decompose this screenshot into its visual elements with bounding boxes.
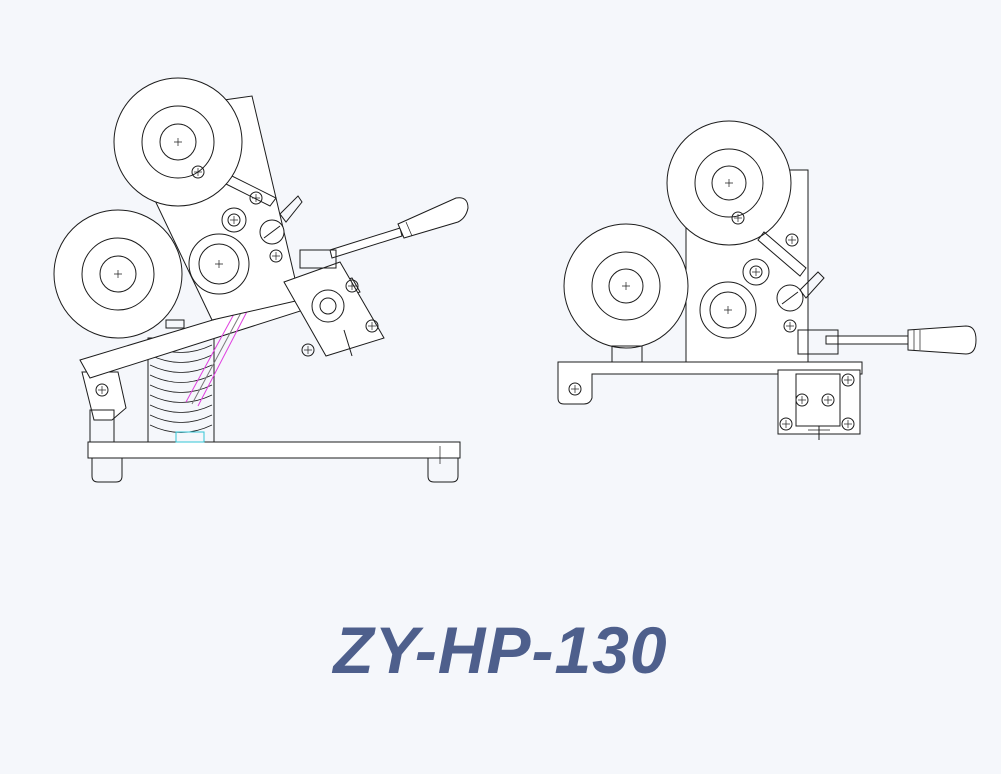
reel-upper bbox=[666, 120, 792, 246]
side-view-tilted bbox=[53, 77, 469, 483]
reel-left bbox=[53, 209, 183, 339]
reel-upper bbox=[113, 77, 243, 207]
reel-left bbox=[563, 223, 689, 349]
guide-roller bbox=[188, 233, 250, 295]
model-title: ZY-HP-130 bbox=[333, 613, 668, 687]
clamp-assembly bbox=[283, 249, 385, 357]
guide-roller bbox=[699, 281, 757, 339]
base-foot-right bbox=[427, 458, 459, 483]
base-foot-left bbox=[91, 458, 123, 483]
base-plate bbox=[87, 441, 461, 459]
lever-handle bbox=[329, 197, 469, 259]
lever-handle bbox=[825, 325, 977, 355]
clamp-assembly bbox=[777, 329, 861, 440]
side-view-level bbox=[557, 120, 977, 440]
